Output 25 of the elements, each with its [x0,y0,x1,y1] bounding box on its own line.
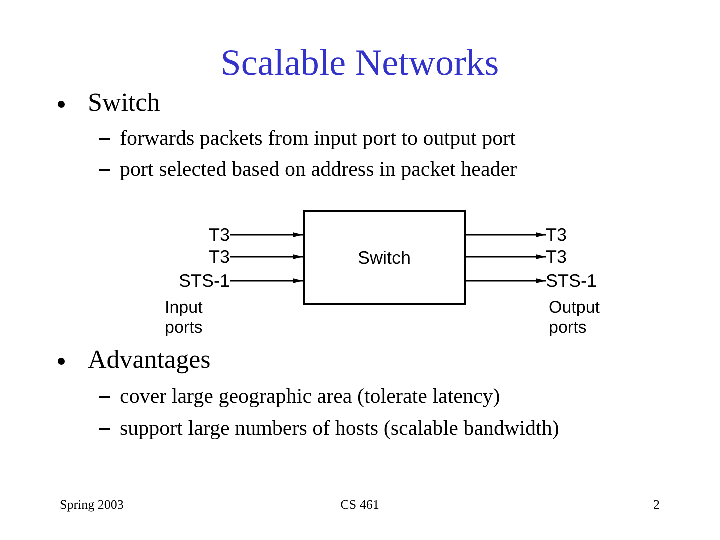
port-label: T3 [160,224,230,246]
arrow [230,232,303,238]
bullet-text: Switch [88,88,160,118]
footer-text: CS 461 [340,496,380,514]
port-label: T3 [546,224,616,246]
port-caption: Input ports [165,298,204,338]
sub-bullet-text: support large numbers of hosts (scalable bandwidth) [120,416,560,440]
sub-bullet-text: port selected based on address in packet header [120,157,518,181]
bullet-text: Advantages [88,345,211,375]
port-label: T3 [546,246,616,268]
arrow [230,254,303,260]
arrow [466,278,546,284]
footer-text: Spring 2003 [60,496,124,514]
switch-box: Switch [303,210,466,305]
port-label: T3 [160,246,230,268]
arrow [466,254,546,260]
port-label: STS-1 [160,270,230,292]
sub-bullet-text: cover large geographic area (tolerate latency) [120,384,500,408]
port-label: STS-1 [546,270,616,292]
sub-bullet-text: forwards packets from input port to output port [120,126,516,150]
page-number: 2 [654,496,660,514]
port-caption: Output ports [549,298,602,338]
slide-title: Scalable Networks [220,42,500,86]
arrow [230,278,303,284]
arrow [466,232,546,238]
